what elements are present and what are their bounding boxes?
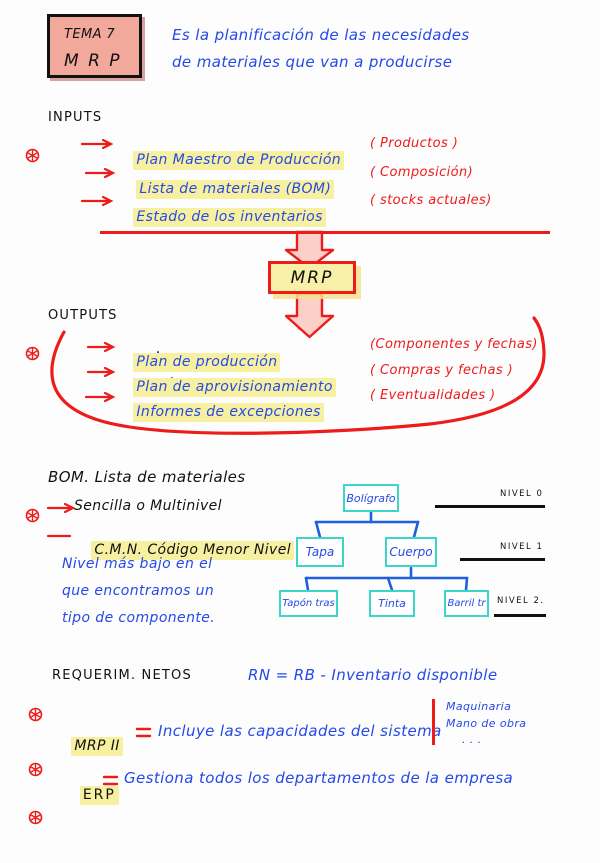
tree-level-1-label: NIVEL 1 [500,542,544,552]
input-row-3-label: Estado de los inventarios [114,193,326,241]
tree-level-0-label: NIVEL 0 [500,489,544,499]
mrp-process-box: MRP [268,261,356,294]
output-row-2-label: Plan de aprovisionamiento [114,363,336,411]
output-row-3-label: Informes de excepciones [114,388,324,436]
tree-node-barril: Barril tr [444,590,489,617]
intro-line-2: de materiales que van a producirse [172,53,453,71]
mrp2-side-note-2: Mano de obra [446,717,527,730]
input-arrows [80,138,116,207]
bullet-icon-bom [25,470,40,523]
topic-box: TEMA 7 M R P [47,14,142,78]
bom-explain-line-3: tipo de componente. [62,610,216,626]
mrp2-side-note-1: Maquinaria [446,700,512,713]
tree-level-1-rule [460,558,545,561]
topic-box-line2: M R P [64,51,122,71]
input-row-2-label: Lista de materiales (BOM) [117,165,335,213]
bom-explain-line-2: que encontramos un [62,583,215,599]
tree-level-2-label: NIVEL 2. [497,596,545,606]
bullet-icon-inputs [25,110,40,163]
output-row-3-note: ( Eventualidades ) [370,388,496,403]
heading-inputs: INPUTS [48,110,103,125]
section-divider-rule [100,231,550,234]
input-row-2-note: ( Composición) [370,165,474,180]
tree-node-tapon-label: Tapón tras [282,598,335,609]
block-arrow-down-bottom [284,292,335,339]
input-row-1-note: ( Productos ) [370,136,459,151]
tree-node-tinta: Tinta [369,590,415,617]
tree-node-cuerpo: Cuerpo [385,537,437,567]
mrp2-side-rule [432,699,435,745]
requerimientos-formula: RN = RB - Inventario disponible [248,666,498,684]
tree-node-barril-label: Barril tr [447,598,486,609]
tree-level-0-rule [435,505,545,508]
output-row-2-note: ( Compras y fechas ) [370,363,514,378]
mrp-process-label: MRP [290,267,334,288]
input-row-3-note: ( stocks actuales) [370,193,492,208]
tree-node-tapa-label: Tapa [305,545,335,559]
bom-explain-line-1: Nivel más bajo en el [62,556,213,572]
tree-node-tapon: Tapón tras [279,590,338,617]
input-row-1-label: Plan Maestro de Producción [114,136,345,184]
intro-line-1: Es la planificación de las necesidades [172,26,470,44]
heading-requerimientos: REQUERIM. NETOS [52,668,192,683]
tree-node-root-label: Bolígrafo [346,491,396,505]
bullet-icon-requerimientos [28,669,43,722]
bullet-icon-erp [28,772,43,825]
bom-arrows [46,502,76,538]
output-row-1-note: (Componentes y fechas) [370,337,538,352]
output-row-1-label: Plan de producción [114,338,281,386]
topic-box-line1: TEMA 7 [64,27,116,42]
tree-node-cuerpo-label: Cuerpo [389,545,433,559]
bullet-icon-outputs [25,308,40,361]
erp-text: Gestiona todos los departamentos de la e… [124,769,514,787]
tree-node-tapa: Tapa [296,537,344,567]
mrp2-side-note-3: . . . [462,733,482,746]
mrp2-tag: MRP II [52,722,123,770]
output-arrows [84,341,116,403]
bom-bullet-2: C.M.N. Código Menor Nivel [72,526,295,574]
heading-bom: BOM. Lista de materiales [48,468,246,486]
heading-outputs: OUTPUTS [48,308,118,323]
mrp2-text: Incluye las capacidades del sistema [158,722,442,740]
bullet-icon-mrp2 [28,724,43,777]
tree-node-tinta-label: Tinta [378,597,406,610]
tree-node-root: Bolígrafo [343,484,399,512]
bom-bullet-1: Sencilla o Multinivel [74,498,222,514]
tree-level-2-rule [494,614,546,617]
erp-tag: ERP [54,771,119,819]
